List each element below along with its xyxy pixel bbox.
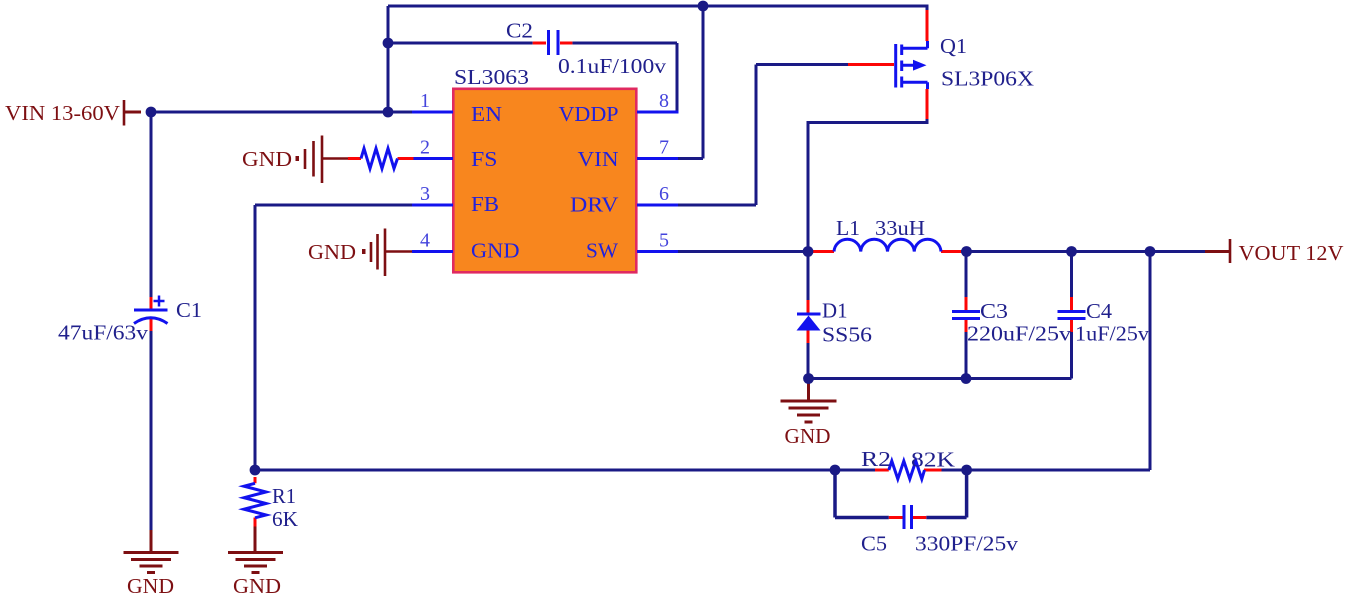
svg-text:GND: GND: [242, 147, 292, 171]
svg-text:220uF/25v: 220uF/25v: [967, 322, 1072, 346]
svg-text:7: 7: [659, 137, 669, 159]
svg-text:1uF/25v: 1uF/25v: [1075, 322, 1150, 346]
svg-text:5: 5: [659, 230, 669, 252]
svg-text:C4: C4: [1086, 299, 1113, 323]
svg-text:D1: D1: [822, 299, 848, 323]
svg-text:VOUT 12V: VOUT 12V: [1239, 241, 1344, 265]
svg-text:VIN: VIN: [578, 147, 619, 171]
svg-text:GND: GND: [308, 240, 356, 264]
svg-text:33uH: 33uH: [875, 216, 925, 240]
svg-text:FS: FS: [471, 147, 498, 171]
svg-text:1: 1: [420, 90, 430, 112]
svg-text:SS56: SS56: [822, 323, 872, 347]
svg-text:C3: C3: [980, 299, 1008, 323]
svg-text:R2: R2: [861, 447, 891, 471]
svg-text:GND: GND: [233, 574, 281, 597]
svg-text:GND: GND: [785, 424, 831, 448]
svg-text:C5: C5: [861, 532, 887, 556]
svg-text:DRV: DRV: [570, 193, 619, 217]
svg-text:GND: GND: [127, 574, 174, 597]
svg-text:SL3063: SL3063: [454, 65, 529, 89]
svg-text:GND: GND: [471, 239, 520, 263]
svg-text:6K: 6K: [272, 507, 298, 531]
svg-text:4: 4: [420, 230, 430, 252]
svg-text:82K: 82K: [911, 448, 955, 472]
svg-text:Q1: Q1: [940, 34, 967, 58]
svg-text:FB: FB: [471, 192, 499, 216]
svg-text:C1: C1: [176, 298, 202, 322]
svg-text:SL3P06X: SL3P06X: [941, 67, 1034, 91]
svg-text:8: 8: [659, 90, 669, 112]
svg-text:47uF/63v: 47uF/63v: [58, 321, 149, 345]
svg-text:330PF/25v: 330PF/25v: [915, 532, 1019, 556]
svg-text:R1: R1: [272, 484, 296, 508]
svg-text:3: 3: [420, 183, 430, 205]
svg-text:SW: SW: [586, 239, 618, 263]
svg-text:VIN 13-60V: VIN 13-60V: [5, 101, 120, 125]
svg-text:0.1uF/100v: 0.1uF/100v: [558, 54, 667, 78]
svg-text:L1: L1: [836, 216, 860, 240]
svg-text:2: 2: [420, 137, 430, 159]
svg-text:VDDP: VDDP: [559, 102, 619, 126]
svg-text:6: 6: [659, 183, 669, 205]
svg-text:C2: C2: [506, 19, 533, 43]
svg-text:EN: EN: [471, 102, 502, 126]
